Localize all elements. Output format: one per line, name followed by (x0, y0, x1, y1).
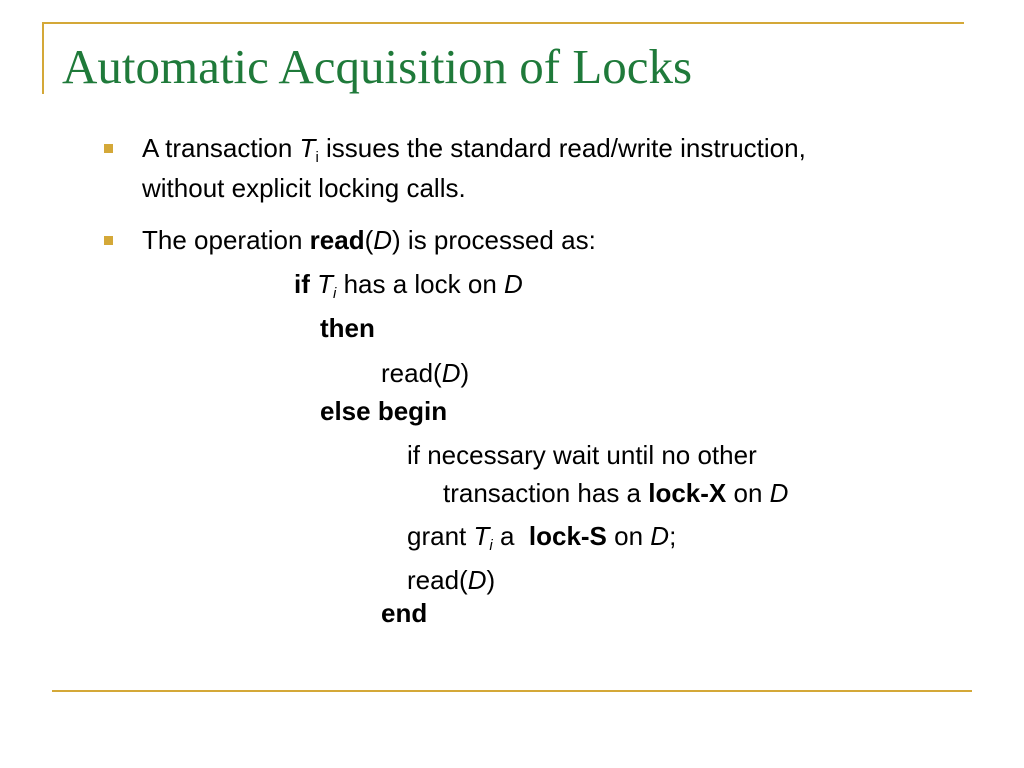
grant-transaction-var: T (473, 521, 490, 551)
code-end-line: end (381, 598, 428, 628)
footer-rule (52, 690, 972, 692)
transaction-subscript: i (315, 149, 319, 166)
grant-pre: grant (407, 521, 474, 551)
bullet-2-line: The operation read(D) is processed as: (142, 227, 596, 253)
read2-data-var: D (467, 565, 487, 595)
if-text-mid: has a lock on (336, 269, 505, 299)
grant-a: a (492, 521, 529, 551)
slide-title: Automatic Acquisition of Locks (62, 39, 693, 94)
wait-data-var: D (769, 478, 789, 508)
code-else-begin-line: else begin (320, 396, 448, 426)
read-keyword: read (309, 225, 365, 255)
read2-post: ) (486, 565, 496, 595)
data-item-var: D (373, 225, 393, 255)
grant-on: on (606, 521, 651, 551)
transaction-var: T (299, 133, 316, 163)
bullet-1-line-2: without explicit locking calls. (142, 173, 466, 203)
read2-pre: read( (407, 565, 468, 595)
read1-pre: read( (381, 358, 442, 388)
code-then-line: then (320, 313, 375, 343)
code-read-line-1: read(D) (381, 360, 469, 386)
wait-line2-pre: transaction has a (443, 478, 649, 508)
code-grant-line: grant Ti a lock-S on D; (407, 521, 677, 553)
code-wait-line-2: transaction has a lock-X on D (443, 480, 788, 506)
lock-s-keyword: lock-S (528, 521, 607, 551)
if-data-var: D (504, 269, 523, 299)
code-wait-line-1: if necessary wait until no other (407, 440, 757, 470)
grant-transaction-subscript: i (489, 537, 493, 554)
grant-semicolon: ; (669, 521, 677, 551)
frame-left-rule (42, 22, 44, 94)
bullet-marker-2 (104, 236, 113, 245)
if-transaction-subscript: i (333, 285, 337, 302)
if-keyword: if (294, 269, 310, 299)
bullet-1-line-1: A transaction Ti issues the standard rea… (142, 133, 806, 165)
if-transaction-var: T (317, 269, 334, 299)
frame-top-rule (42, 22, 964, 24)
lock-x-keyword: lock-X (648, 478, 727, 508)
bullet-1-text-pre: A transaction (142, 133, 300, 163)
bullet-marker-1 (104, 144, 113, 153)
paren-open: ( (364, 225, 374, 255)
grant-data-var: D (650, 521, 670, 551)
read1-post: ) (460, 358, 470, 388)
read1-data-var: D (441, 358, 461, 388)
code-if-line: if Ti has a lock on D (294, 269, 523, 301)
bullet-2-text-pre: The operation (142, 225, 310, 255)
bullet-1-text-post: issues the standard read/write instructi… (318, 133, 806, 163)
code-read-line-2: read(D) (407, 567, 495, 593)
wait-line2-mid: on (726, 478, 770, 508)
bullet-2-text-post: ) is processed as: (392, 225, 596, 255)
